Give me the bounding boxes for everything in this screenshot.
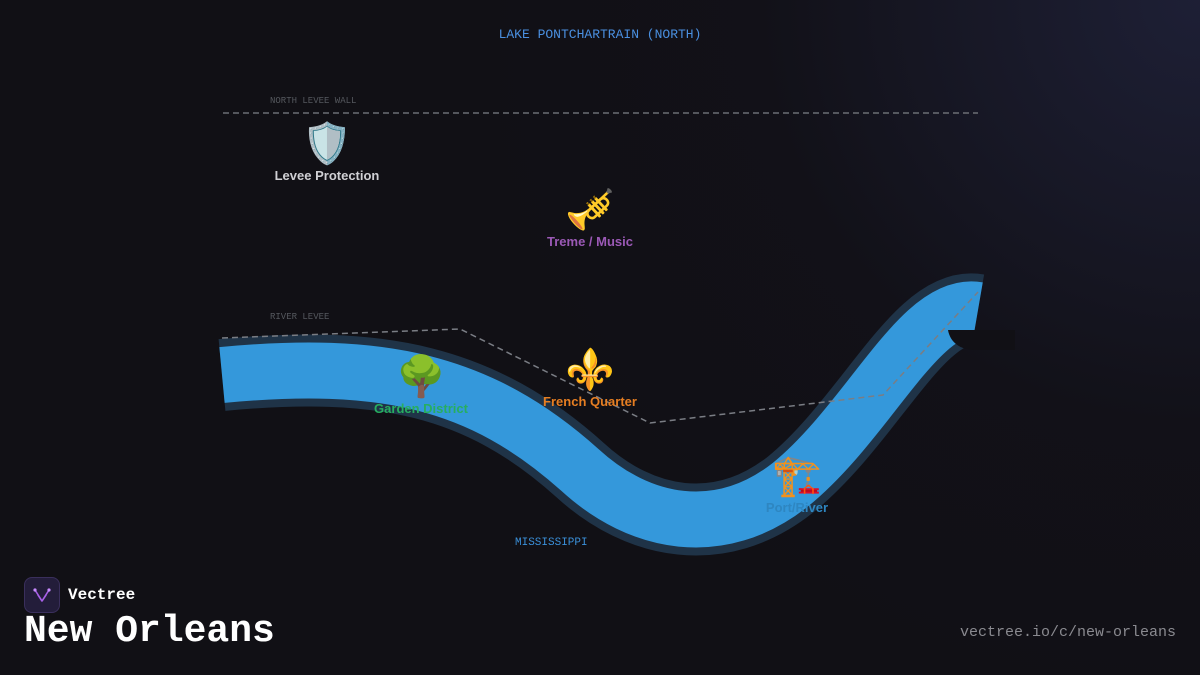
lake-label: LAKE PONTCHARTRAIN (NORTH) <box>498 27 702 42</box>
crane-icon: 🏗️ <box>772 453 822 499</box>
poi-levee-protection[interactable]: 🛡️ Levee Protection <box>275 124 380 183</box>
shield-icon: 🛡️ <box>302 121 352 167</box>
page-title: New Orleans <box>24 610 275 653</box>
fleur-de-lis-icon: ⚜️ <box>565 347 615 393</box>
poi-label: Garden District <box>374 401 468 416</box>
tree-icon: 🌳 <box>396 354 446 400</box>
river-end-notch <box>948 330 1015 350</box>
vectree-logo-icon <box>24 577 60 613</box>
brand: Vectree <box>24 577 135 613</box>
poi-french-quarter[interactable]: ⚜️ French Quarter <box>543 350 637 409</box>
poi-treme-music[interactable]: 🎺 Treme / Music <box>547 190 633 249</box>
river-label: MISSISSIPPI <box>515 537 588 549</box>
poi-port-river[interactable]: 🏗️ Port/River <box>766 456 828 515</box>
poi-label: Levee Protection <box>274 168 380 183</box>
river-levee-label: RIVER LEVEE <box>270 312 330 322</box>
river-levee <box>221 291 979 424</box>
poi-label: Port/River <box>765 500 829 515</box>
poi-label: French Quarter <box>543 394 637 409</box>
north-levee-label: NORTH LEVEE WALL <box>270 96 357 106</box>
mississippi-river <box>219 281 983 548</box>
poi-label: Treme / Music <box>547 234 633 249</box>
poi-garden-district[interactable]: 🌳 Garden District <box>374 357 468 416</box>
brand-name: Vectree <box>68 586 136 604</box>
trumpet-icon: 🎺 <box>565 187 615 233</box>
page-url[interactable]: vectree.io/c/new-orleans <box>959 624 1176 641</box>
